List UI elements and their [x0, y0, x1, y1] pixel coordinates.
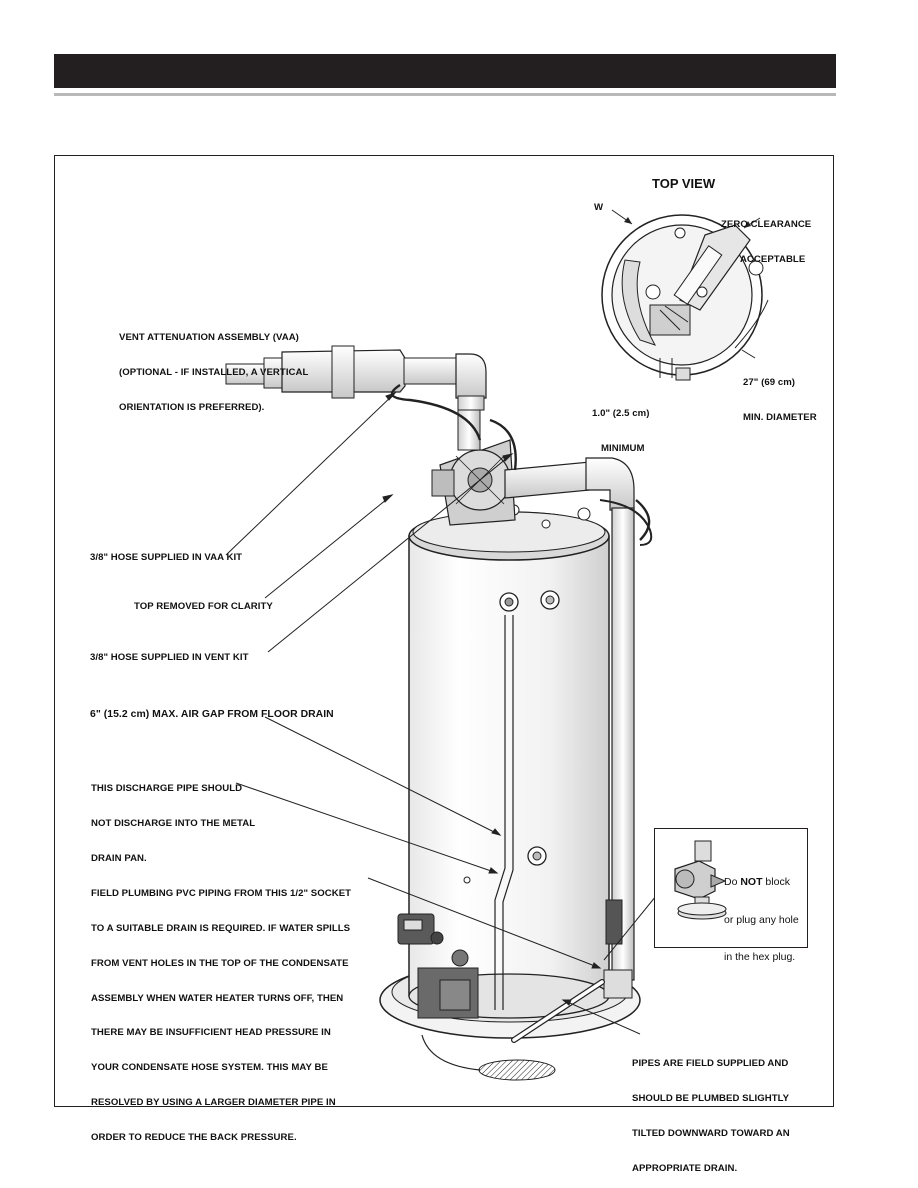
water-heater-tank — [397, 504, 610, 1019]
hose-vaa-callout: 3/8" HOSE SUPPLIED IN VAA KIT — [90, 552, 243, 563]
hex-plug-note-emphasis: NOT — [740, 876, 763, 888]
hose-vent-callout: 3/8" HOSE SUPPLIED IN VENT KIT — [90, 652, 249, 663]
header-bar — [54, 54, 836, 88]
discharge-callout: THIS DISCHARGE PIPE SHOULD NOT DISCHARGE… — [91, 783, 256, 864]
vaa-callout: VENT ATTENUATION ASSEMBLY (VAA) (OPTIONA… — [119, 332, 309, 413]
air-gap-callout: 6" (15.2 cm) MAX. AIR GAP FROM FLOOR DRA… — [90, 709, 334, 720]
top-view-drawing — [601, 209, 769, 381]
hex-plug-icon — [674, 840, 727, 920]
leader-lines — [225, 391, 657, 1035]
min-diameter-label: 27" (69 cm) MIN. DIAMETER — [743, 377, 817, 423]
top-removed-callout: TOP REMOVED FOR CLARITY — [134, 601, 273, 612]
hex-plug-note: Do NOT block or plug any hole in the hex… — [724, 876, 799, 963]
minimum-clearance-label: 1.0" (2.5 cm) MINIMUM — [592, 408, 650, 454]
top-view-title: TOP VIEW — [652, 176, 716, 191]
header-rule — [54, 93, 836, 96]
zero-clearance-label: ZERO CLEARANCE ACCEPTABLE — [721, 219, 812, 265]
pipes-callout: PIPES ARE FIELD SUPPLIED AND SHOULD BE P… — [632, 1058, 790, 1174]
figure-frame — [54, 155, 834, 1107]
top-view-w-label: W — [594, 202, 604, 213]
field-plumbing-callout: FIELD PLUMBING PVC PIPING FROM THIS 1/2"… — [91, 888, 352, 1143]
